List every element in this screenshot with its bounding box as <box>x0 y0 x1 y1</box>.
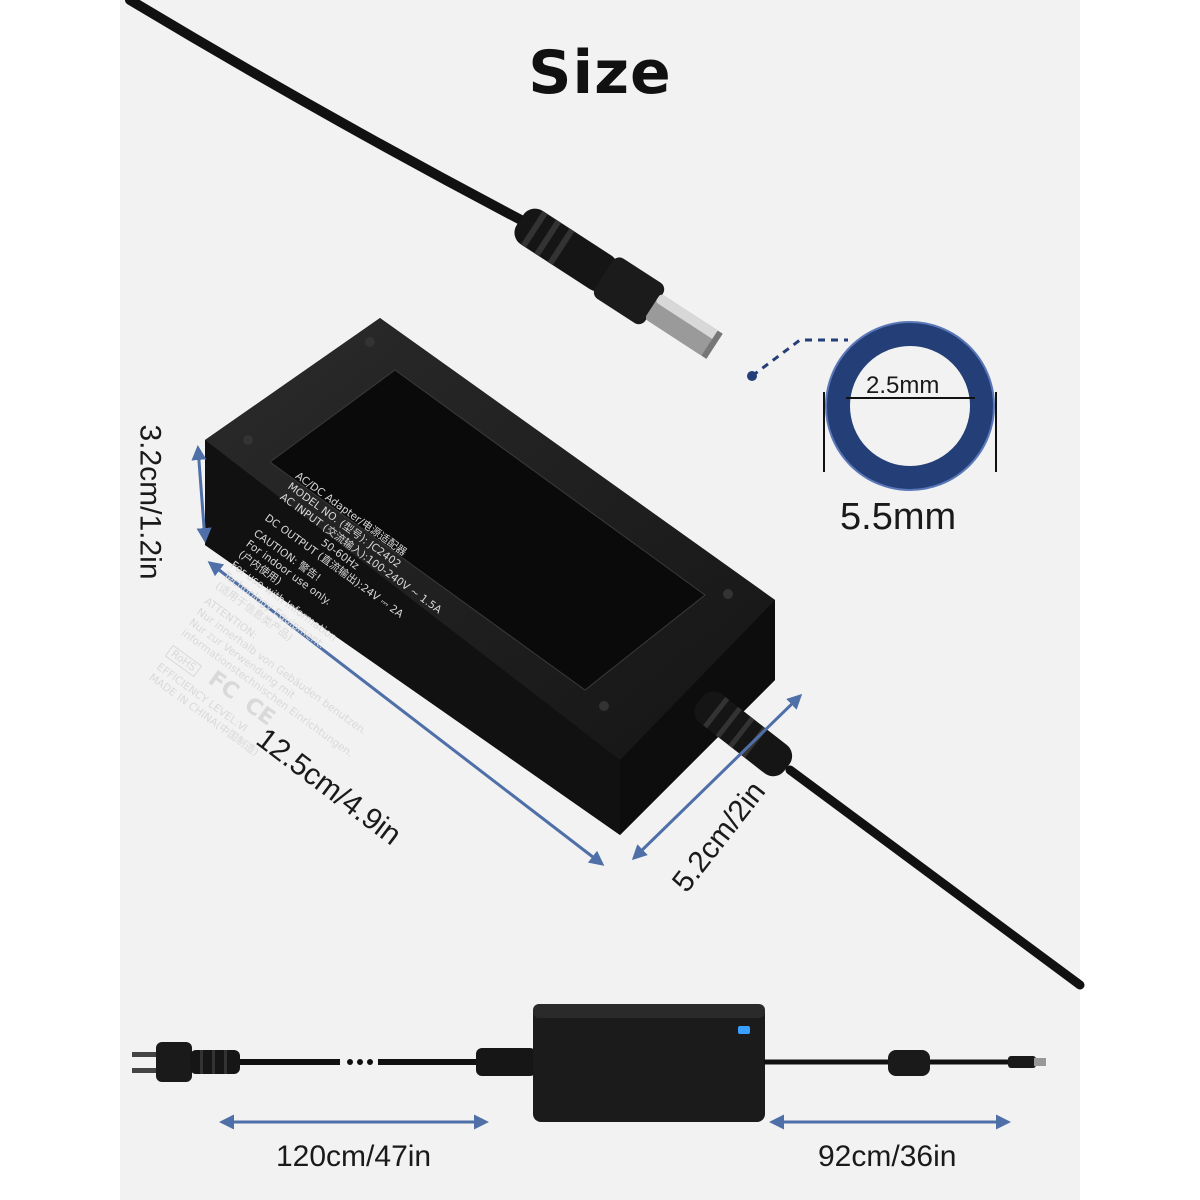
dc-cable-top <box>125 0 545 235</box>
arrow-width <box>631 693 803 861</box>
bottom-assembly <box>132 1004 1046 1122</box>
page-title: Size <box>528 38 672 108</box>
dim-inner-diameter-label: 2.5mm <box>866 372 940 399</box>
dc-plug <box>514 208 723 359</box>
dc-cable-bottom <box>785 765 1085 990</box>
dim-dc-cord-label: 92cm/36in <box>818 1140 957 1173</box>
dim-outer-diameter-label: 5.5mm <box>840 496 957 538</box>
barrel-ring <box>826 322 994 490</box>
arrow-height <box>191 445 212 543</box>
dim-ac-cord-label: 120cm/47in <box>276 1140 432 1173</box>
arrow-length <box>207 561 605 866</box>
callout-line <box>751 338 848 378</box>
dim-height-label: 3.2cm/1.2in <box>133 424 167 580</box>
